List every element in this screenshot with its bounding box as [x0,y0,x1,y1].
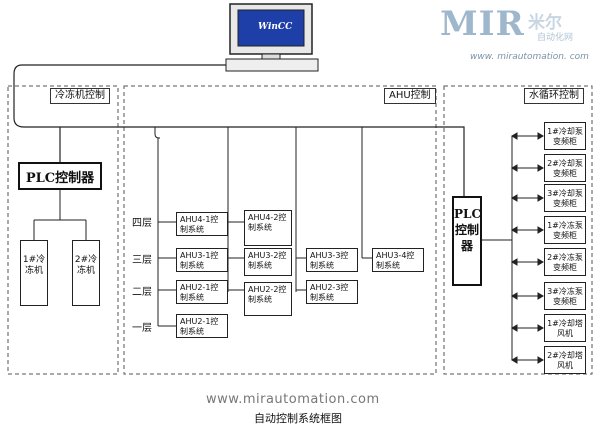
panel-label-ahu: AHU控制 [384,88,436,104]
ahu-box-4-2: AHU4-2控制系统 [244,210,292,246]
ahu-box-3-4: AHU3-4控制系统 [372,248,424,272]
ahu-box-2-2: AHU2-2控制系统 [244,282,292,316]
chiller-2: 2#冷冻机 [72,240,100,306]
ahu-box-1-1: AHU2-1控制系统 [176,314,228,338]
plc-controller-right: PLC控制器 [452,196,482,286]
device-box: 1#冷却泵变频柜 [544,122,586,150]
ahu-box-3-2: AHU3-2控制系统 [244,248,292,276]
panel-label-water: 水循环控制 [524,88,584,104]
floor-label-3: 三层 [132,255,152,266]
device-box: 3#冷冻泵变频柜 [544,282,586,310]
ahu-box-3-1: AHU3-1控制系统 [176,248,228,272]
ahu-box-2-1: AHU2-1控制系统 [176,280,228,304]
brand-logo-cn: 米尔 [528,13,562,33]
device-box: 2#冷却塔风机 [544,346,586,374]
brand-url: www. mirautomation. com [470,52,589,62]
ahu-box-3-3: AHU3-3控制系统 [306,248,358,272]
brand-subtitle: 自动化网 [537,33,574,43]
ahu-box-2-3: AHU2-3控制系统 [306,280,358,304]
device-box: 2#冷却泵变频柜 [544,154,586,182]
device-box: 3#冷却泵变频柜 [544,184,586,212]
floor-label-2: 二层 [132,287,152,298]
brand-logo: MIR [440,4,525,44]
floor-label-4: 四层 [132,218,152,229]
panel-label-chiller: 冷冻机控制 [50,88,110,104]
device-box: 2#冷冻泵变频柜 [544,248,586,276]
plc-controller-left: PLC控制器 [18,162,102,190]
device-box: 1#冷却塔风机 [544,314,586,342]
wincc-screen-label: WinCC [258,22,293,32]
ahu-box-4-1: AHU4-1控制系统 [176,212,228,236]
figure-caption: 自动控制系统框图 [254,412,342,425]
floor-label-1: 一层 [132,323,152,334]
watermark-url: www.mirautomation.com [206,392,380,407]
device-box: 1#冷冻泵变频柜 [544,216,586,244]
chiller-1: 1#冷冻机 [20,240,48,306]
